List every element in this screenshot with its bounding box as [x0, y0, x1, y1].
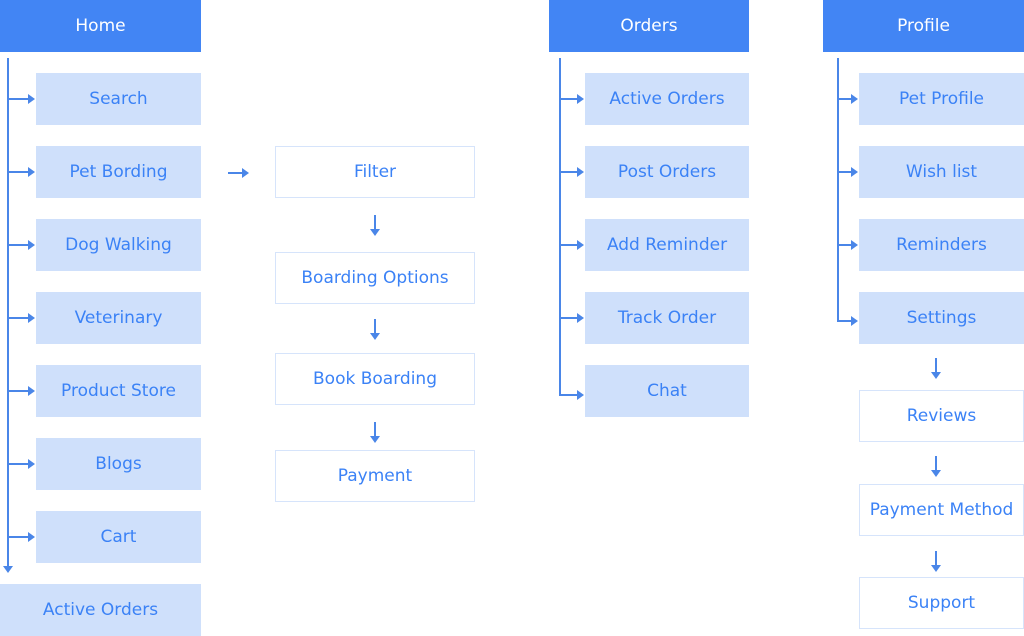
home-branch-cart: [9, 536, 29, 538]
book-to-payment-arrowhead: [370, 436, 380, 443]
home-branch-blogs-arrowhead: [28, 459, 35, 469]
home-item-active-orders[interactable]: Active Orders: [0, 584, 201, 636]
home-item-search[interactable]: Search: [36, 73, 201, 125]
settings-to-reviews-arrowhead: [931, 372, 941, 379]
profile-item-settings[interactable]: Settings: [859, 292, 1024, 344]
home-branch-blogs: [9, 463, 29, 465]
profile-branch-reminders: [839, 244, 852, 246]
home-branch-search: [9, 98, 29, 100]
book-to-payment-line: [374, 422, 376, 436]
orders-branch-active-orders-arrowhead: [577, 94, 584, 104]
settings-flow-reviews[interactable]: Reviews: [859, 390, 1024, 442]
profile-item-pet-profile[interactable]: Pet Profile: [859, 73, 1024, 125]
home-branch-veterinary-arrowhead: [28, 313, 35, 323]
home-item-pet-bording[interactable]: Pet Bording: [36, 146, 201, 198]
boarding-step-filter[interactable]: Filter: [275, 146, 475, 198]
home-item-blogs[interactable]: Blogs: [36, 438, 201, 490]
reviews-to-payment-method-arrowhead: [931, 470, 941, 477]
home-branch-pet-bording-arrowhead: [28, 167, 35, 177]
profile-branch-settings-arrowhead: [851, 316, 858, 326]
home-branch-product-store-arrowhead: [28, 386, 35, 396]
home-item-product-store[interactable]: Product Store: [36, 365, 201, 417]
profile-branch-pet-profile-arrowhead: [851, 94, 858, 104]
home-branch-dog-walking-arrowhead: [28, 240, 35, 250]
home-item-dog-walking[interactable]: Dog Walking: [36, 219, 201, 271]
options-to-book-arrowhead: [370, 333, 380, 340]
profile-branch-wish-list: [839, 171, 852, 173]
filter-to-options-arrowhead: [370, 229, 380, 236]
filter-to-options-line: [374, 215, 376, 229]
pet-bording-to-filter-line: [228, 172, 242, 174]
home-branch-pet-bording: [9, 171, 29, 173]
profile-branch-wish-list-arrowhead: [851, 167, 858, 177]
home-branch-product-store: [9, 390, 29, 392]
profile-item-reminders[interactable]: Reminders: [859, 219, 1024, 271]
boarding-step-payment[interactable]: Payment: [275, 450, 475, 502]
payment-method-to-support-line: [935, 551, 937, 565]
home-branch-veterinary: [9, 317, 29, 319]
profile-branch-reminders-arrowhead: [851, 240, 858, 250]
profile-connector-line: [837, 58, 839, 322]
boarding-step-boarding-options[interactable]: Boarding Options: [275, 252, 475, 304]
home-branch-cart-arrowhead: [28, 532, 35, 542]
home-branch-search-arrowhead: [28, 94, 35, 104]
settings-flow-support[interactable]: Support: [859, 577, 1024, 629]
settings-flow-payment-method[interactable]: Payment Method: [859, 484, 1024, 536]
orders-item-track-order[interactable]: Track Order: [585, 292, 749, 344]
orders-header: Orders: [549, 0, 749, 52]
home-connector-arrowhead: [3, 566, 13, 573]
profile-branch-pet-profile: [839, 98, 852, 100]
settings-to-reviews-line: [935, 358, 937, 372]
home-header: Home: [0, 0, 201, 52]
orders-branch-track-order-arrowhead: [577, 313, 584, 323]
orders-branch-post-orders-arrowhead: [577, 167, 584, 177]
orders-item-active-orders[interactable]: Active Orders: [585, 73, 749, 125]
orders-branch-add-reminder: [561, 244, 578, 246]
profile-branch-settings: [839, 320, 852, 322]
orders-item-chat[interactable]: Chat: [585, 365, 749, 417]
home-branch-dog-walking: [9, 244, 29, 246]
orders-branch-post-orders: [561, 171, 578, 173]
profile-header: Profile: [823, 0, 1024, 52]
home-item-veterinary[interactable]: Veterinary: [36, 292, 201, 344]
orders-item-post-orders[interactable]: Post Orders: [585, 146, 749, 198]
pet-bording-to-filter-arrowhead: [242, 168, 249, 178]
boarding-step-book-boarding[interactable]: Book Boarding: [275, 353, 475, 405]
home-item-cart[interactable]: Cart: [36, 511, 201, 563]
orders-branch-chat: [561, 394, 578, 396]
home-connector-line: [7, 58, 9, 566]
payment-method-to-support-arrowhead: [931, 565, 941, 572]
orders-branch-add-reminder-arrowhead: [577, 240, 584, 250]
orders-branch-active-orders: [561, 98, 578, 100]
orders-connector-line: [559, 58, 561, 396]
options-to-book-line: [374, 319, 376, 333]
reviews-to-payment-method-line: [935, 456, 937, 470]
orders-item-add-reminder[interactable]: Add Reminder: [585, 219, 749, 271]
orders-branch-chat-arrowhead: [577, 390, 584, 400]
profile-item-wish-list[interactable]: Wish list: [859, 146, 1024, 198]
orders-branch-track-order: [561, 317, 578, 319]
